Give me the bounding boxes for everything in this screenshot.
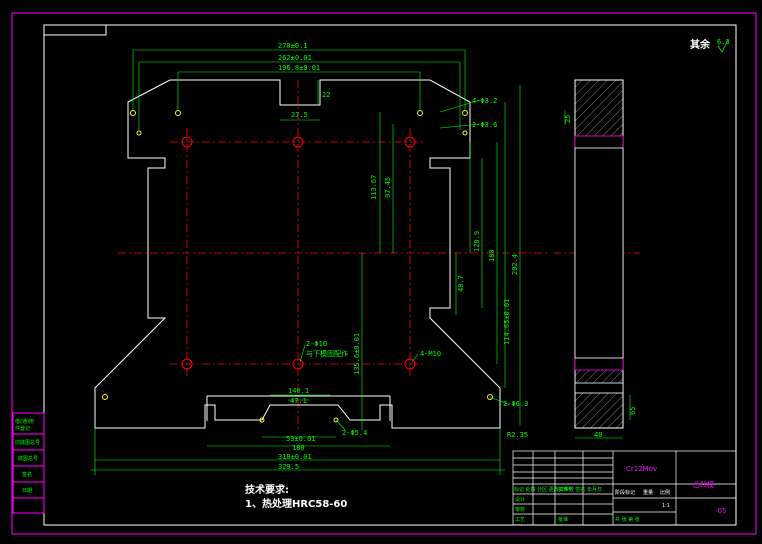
side-label-1: 件登记 — [15, 425, 30, 432]
stage-label: 阶段标记 — [615, 489, 635, 496]
side-label-5: 日期 — [22, 488, 32, 494]
notes-line-1: 1、热处理HRC58-60 — [245, 497, 347, 510]
side-label-3: 底图总号 — [18, 455, 38, 462]
drawing-frame — [43, 24, 737, 526]
dim-v-48: 48.7 — [457, 275, 465, 292]
roughness-icon — [717, 39, 729, 53]
approve-label: 批准 — [558, 516, 568, 523]
scale-value: 1:1 — [662, 503, 670, 509]
sheet-label: 共 张 第 张 — [615, 516, 640, 523]
dim-r-235: R2.35 — [507, 431, 528, 439]
dim-slot-22: 22 — [322, 91, 330, 99]
dim-w-329: 329.5 — [278, 463, 299, 471]
header-row-label: 标记 处数 分区 更改文件号 签名 年月日 — [514, 486, 602, 493]
part-outline — [94, 79, 501, 429]
weight-label: 重量 — [643, 489, 653, 496]
review-label: 审核 — [515, 506, 525, 513]
dim-width-196: 196.8±0.01 — [278, 64, 320, 72]
dim-hole-2-36: 2-Φ3.6 — [472, 121, 497, 129]
dim-slot-27: 27.5 — [291, 111, 308, 119]
sheet-border — [11, 12, 757, 535]
dim-v-97: 97.45 — [384, 177, 392, 198]
holes — [181, 136, 416, 370]
dim-hole-m10: 4-M10 — [420, 350, 441, 358]
dim-side-65: 65 — [629, 407, 637, 415]
scale-label: 比例 — [660, 489, 670, 496]
dim-w-140: 140.1 — [288, 387, 309, 395]
dim-hole-2-10: 2-Φ10 — [306, 340, 327, 348]
dim-v-114: 114.65±0.01 — [503, 299, 511, 345]
small-holes — [102, 110, 493, 423]
dim-v-180: 180 — [488, 249, 496, 262]
dimension-lines — [90, 49, 521, 475]
side-label-4: 签名 — [22, 471, 32, 478]
dim-hole-4-32: 4-Φ3.2 — [472, 97, 497, 105]
dim-hole-note: 与下模固配作 — [306, 349, 348, 358]
side-section-view — [564, 79, 631, 439]
dim-w-47: 47.1 — [290, 397, 307, 405]
roughness-value: 6.3 — [717, 38, 730, 46]
side-label-0: 借(通)用 — [15, 418, 34, 425]
dim-w-180: 180 — [292, 444, 305, 452]
side-label-2: 旧底图总号 — [15, 439, 40, 446]
dim-v-120: 120.9 — [473, 231, 481, 252]
process-label: 工艺 — [515, 517, 525, 523]
dim-v-202: 202.4 — [511, 254, 519, 275]
corner-tab — [43, 24, 107, 36]
side-label-column: 借(通)用 件登记 旧底图总号 底图总号 签名 日期 — [12, 412, 45, 514]
dim-width-270: 270±0.1 — [278, 42, 308, 50]
standard-label: 标准化 — [558, 486, 573, 493]
dim-w-53: 53±0.01 — [286, 435, 316, 443]
dim-width-262: 262±0.01 — [278, 54, 312, 62]
center-lines — [118, 80, 640, 430]
dim-side-25: 25 — [564, 115, 572, 123]
dim-v-135: 135.6±0.01 — [353, 333, 361, 375]
inner-bottom-step — [206, 395, 391, 421]
drawing-no-label: -05 — [715, 507, 726, 515]
dim-side-40: 40 — [594, 431, 602, 439]
dim-hole-2-63: 2-Φ6.3 — [503, 400, 528, 408]
roughness-label: 其余 — [690, 38, 711, 51]
title-block — [512, 450, 737, 526]
dim-v-113: 113.67 — [370, 175, 378, 200]
design-label: 设计 — [515, 496, 525, 503]
material-label: Cr12Mov — [626, 465, 657, 473]
dim-w-310: 310±0.01 — [278, 453, 312, 461]
dim-hole-2-54: 2-Φ5.4 — [342, 429, 367, 437]
notes-title: 技术要求: — [245, 483, 289, 496]
part-name-label: 凸凹模 — [693, 480, 714, 489]
